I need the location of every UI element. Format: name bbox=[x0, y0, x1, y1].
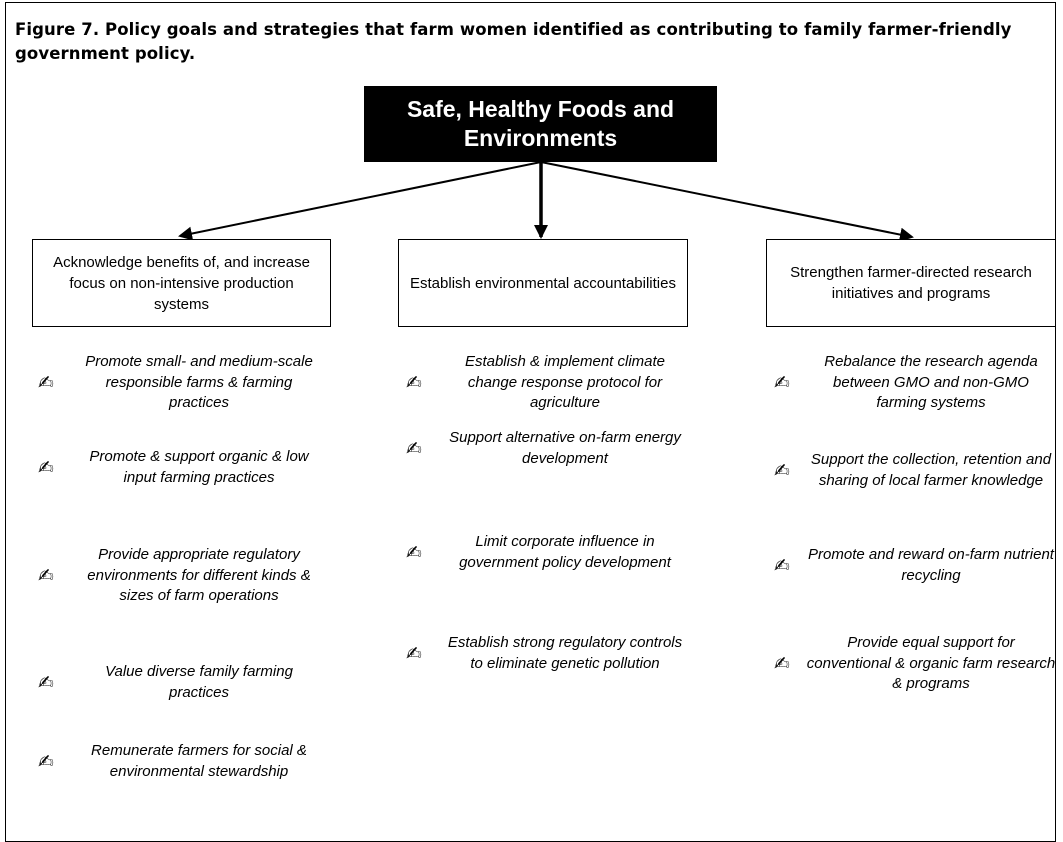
strategy-item: ✍ Limit corporate influence in governmen… bbox=[406, 532, 690, 573]
strategy-item: ✍ Promote & support organic & low input … bbox=[38, 447, 324, 488]
strategy-item: ✍ Support the collection, retention and … bbox=[774, 450, 1056, 491]
strategy-text: Support alternative on-farm energy devel… bbox=[449, 429, 681, 467]
strategy-text: Value diverse family farming practices bbox=[105, 663, 293, 701]
strategy-item: ✍ Establish & implement climate change r… bbox=[406, 352, 690, 414]
writing-hand-icon: ✍ bbox=[406, 642, 422, 665]
strategy-text: Establish strong regulatory controls to … bbox=[447, 634, 683, 672]
writing-hand-icon: ✍ bbox=[406, 371, 422, 394]
strategy-item: ✍ Support alternative on-farm energy dev… bbox=[406, 428, 690, 469]
writing-hand-icon: ✍ bbox=[406, 437, 422, 460]
strategy-item: ✍ Promote and reward on-farm nutrient re… bbox=[774, 545, 1056, 586]
writing-hand-icon: ✍ bbox=[774, 652, 790, 675]
root-goal-box: Safe, Healthy Foods and Environments bbox=[364, 86, 717, 162]
arrow-left bbox=[178, 161, 542, 241]
writing-hand-icon: ✍ bbox=[38, 750, 54, 773]
strategy-text: Promote small- and medium-scale responsi… bbox=[85, 353, 313, 411]
strategy-text: Support the collection, retention and sh… bbox=[810, 451, 1052, 489]
strategy-item: ✍ Provide equal support for conventional… bbox=[774, 633, 1056, 695]
strategy-text: Provide equal support for conventional &… bbox=[806, 634, 1056, 692]
strategy-text: Limit corporate influence in government … bbox=[459, 533, 671, 571]
strategy-item: ✍ Value diverse family farming practices bbox=[38, 662, 324, 703]
strategy-item: ✍ Establish strong regulatory controls t… bbox=[406, 633, 690, 674]
strategy-text: Promote and reward on-farm nutrient recy… bbox=[808, 546, 1054, 584]
arrow-right bbox=[540, 161, 914, 242]
strategy-text: Remunerate farmers for social & environm… bbox=[91, 742, 307, 780]
strategy-text: Promote & support organic & low input fa… bbox=[89, 448, 309, 486]
goal-label: Establish environmental accountabilities bbox=[410, 274, 676, 292]
goal-box-environmental-accountabilities: Establish environmental accountabilities bbox=[398, 239, 688, 327]
strategy-text: Rebalance the research agenda between GM… bbox=[824, 353, 1038, 411]
writing-hand-icon: ✍ bbox=[774, 554, 790, 577]
goal-box-farmer-research: Strengthen farmer-directed research init… bbox=[766, 239, 1056, 327]
writing-hand-icon: ✍ bbox=[38, 564, 54, 587]
writing-hand-icon: ✍ bbox=[774, 459, 790, 482]
root-goal-label: Safe, Healthy Foods and Environments bbox=[406, 96, 675, 151]
writing-hand-icon: ✍ bbox=[38, 371, 54, 394]
strategy-text: Establish & implement climate change res… bbox=[464, 353, 666, 411]
goal-label: Strengthen farmer-directed research init… bbox=[790, 264, 1032, 302]
writing-hand-icon: ✍ bbox=[38, 671, 54, 694]
strategy-item: ✍ Promote small- and medium-scale respon… bbox=[38, 352, 324, 414]
goal-box-production-systems: Acknowledge benefits of, and increase fo… bbox=[32, 239, 331, 327]
writing-hand-icon: ✍ bbox=[38, 456, 54, 479]
strategy-item: ✍ Remunerate farmers for social & enviro… bbox=[38, 741, 324, 782]
goal-label: Acknowledge benefits of, and increase fo… bbox=[53, 253, 310, 313]
strategy-text: Provide appropriate regulatory environme… bbox=[87, 546, 311, 604]
writing-hand-icon: ✍ bbox=[406, 541, 422, 564]
figure-title: Figure 7. Policy goals and strategies th… bbox=[15, 20, 1012, 63]
writing-hand-icon: ✍ bbox=[774, 371, 790, 394]
strategy-item: ✍ Rebalance the research agenda between … bbox=[774, 352, 1056, 414]
strategy-item: ✍ Provide appropriate regulatory environ… bbox=[38, 545, 324, 607]
